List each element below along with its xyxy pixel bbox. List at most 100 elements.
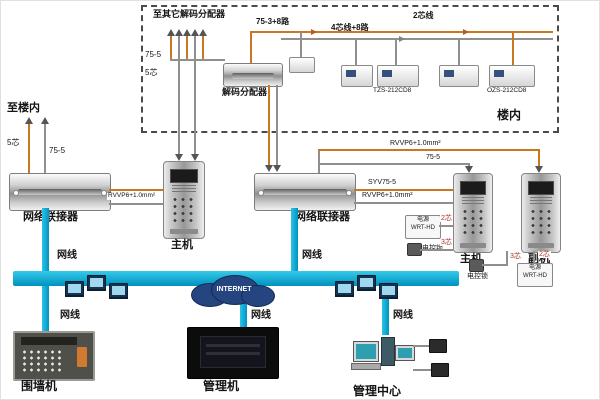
keypad xyxy=(529,208,553,234)
device-screen xyxy=(346,70,356,77)
cable-line xyxy=(506,251,508,266)
cable-line xyxy=(354,189,453,191)
lock-label: 电控锁 xyxy=(467,273,488,280)
device-base xyxy=(528,243,554,248)
core3-label: 3芯 xyxy=(509,253,522,261)
speaker-grill xyxy=(462,197,484,204)
cable-label-5core: 5芯 xyxy=(7,138,20,147)
route-label-1: 75-3+8路 xyxy=(256,17,290,26)
core3-label: 3芯 xyxy=(440,239,453,247)
management-center-label: 管理中心 xyxy=(353,384,402,398)
network-connector-left xyxy=(9,173,111,211)
cable-label-syv: SYV75-5 xyxy=(367,179,398,187)
cable-label-75-5: 75-5 xyxy=(49,146,66,155)
manager-machine-label: 管理机 xyxy=(203,379,240,393)
computer-base xyxy=(87,289,106,291)
host-left-label: 主机 xyxy=(171,239,193,251)
tower-icon xyxy=(381,337,395,366)
device-screen xyxy=(444,70,454,77)
power-supply-2: 电源 WRT-HD xyxy=(517,263,553,287)
computer-icon xyxy=(87,275,106,290)
device-stripe xyxy=(263,189,347,196)
arrow-down-icon xyxy=(191,154,199,161)
cable-line xyxy=(178,36,180,60)
wall-machine-device xyxy=(13,331,95,381)
network-cable-line xyxy=(42,208,49,271)
computer-base xyxy=(357,289,376,291)
monitor-icon xyxy=(395,345,415,361)
cable-label-75-5: 75-5 xyxy=(425,154,442,162)
cable-line xyxy=(194,60,196,155)
cable-line xyxy=(512,32,514,65)
cable-line xyxy=(268,85,270,165)
computer-base xyxy=(65,295,84,297)
network-cable-line xyxy=(382,286,389,335)
workstation-cluster xyxy=(65,275,131,311)
arrow-down-icon xyxy=(535,166,543,173)
network-cable-line xyxy=(240,286,247,327)
cable-line xyxy=(354,202,453,204)
power-model: WRT-HD xyxy=(523,273,547,280)
device-base xyxy=(460,243,486,248)
network-cable-label: 网线 xyxy=(56,250,78,262)
cable-line xyxy=(194,36,196,60)
network-connector-left-label: 网络联接器 xyxy=(23,211,78,223)
small-device xyxy=(289,57,315,73)
device-screen xyxy=(170,169,198,183)
cable-label-rvvp: RVVP6+1.0mm² xyxy=(361,192,414,200)
keypad xyxy=(21,349,65,373)
cable-line xyxy=(482,264,506,266)
cable-line xyxy=(413,369,431,371)
network-connector-middle xyxy=(254,173,356,211)
network-cable-line xyxy=(291,208,298,271)
screw-icon xyxy=(346,190,352,197)
cable-line xyxy=(318,149,320,173)
arrow-up-icon xyxy=(25,117,33,124)
card-reader xyxy=(77,347,87,367)
monitor-screen xyxy=(398,348,412,358)
device-display xyxy=(21,337,77,345)
to-building-label: 至楼内 xyxy=(7,102,40,114)
arrow-down-icon xyxy=(265,165,273,172)
printer-icon xyxy=(431,363,449,377)
arrow-up-icon xyxy=(183,29,191,36)
cable-line xyxy=(250,31,252,63)
power-supply-1: 电源 WRT-HD xyxy=(405,215,441,239)
speaker-grill xyxy=(530,197,552,204)
cable-line xyxy=(28,124,30,173)
device-screen xyxy=(494,70,504,77)
cable-label-5core: 5芯 xyxy=(145,68,158,77)
device-screen xyxy=(382,70,392,77)
network-cable-line xyxy=(42,286,49,331)
arrow-down-icon xyxy=(175,154,183,161)
cable-line xyxy=(250,31,553,33)
tzs-device xyxy=(377,65,419,87)
computer-base xyxy=(335,295,354,297)
internet-cloud-icon: INTERNET xyxy=(191,273,277,309)
computer-icon xyxy=(65,281,84,296)
cable-line xyxy=(458,39,460,65)
core2-label: 2芯 xyxy=(440,215,453,223)
arrow-up-icon xyxy=(167,29,175,36)
device-slot xyxy=(206,352,260,355)
arrow-up-icon xyxy=(175,29,183,36)
computer-icon xyxy=(335,281,354,296)
arrow-up-icon xyxy=(191,29,199,36)
monitor-screen xyxy=(356,344,376,359)
power-name: 电源 xyxy=(416,217,429,223)
cable-line xyxy=(281,38,553,40)
network-connector-middle-label: 网络联接器 xyxy=(295,211,350,223)
network-cable-label: 网线 xyxy=(392,310,414,322)
device-slot xyxy=(206,344,260,347)
cable-line xyxy=(44,124,46,173)
cable-line xyxy=(420,249,453,251)
tzs-device-label: TZS-212CD8 xyxy=(373,87,412,94)
computer-icon xyxy=(109,283,128,298)
cable-line xyxy=(538,149,540,167)
screw-icon xyxy=(258,190,264,197)
computer-screen xyxy=(338,284,351,293)
device-base xyxy=(170,229,198,234)
computer-screen xyxy=(68,284,81,293)
cable-line xyxy=(318,163,470,165)
host-device-left xyxy=(163,161,205,239)
